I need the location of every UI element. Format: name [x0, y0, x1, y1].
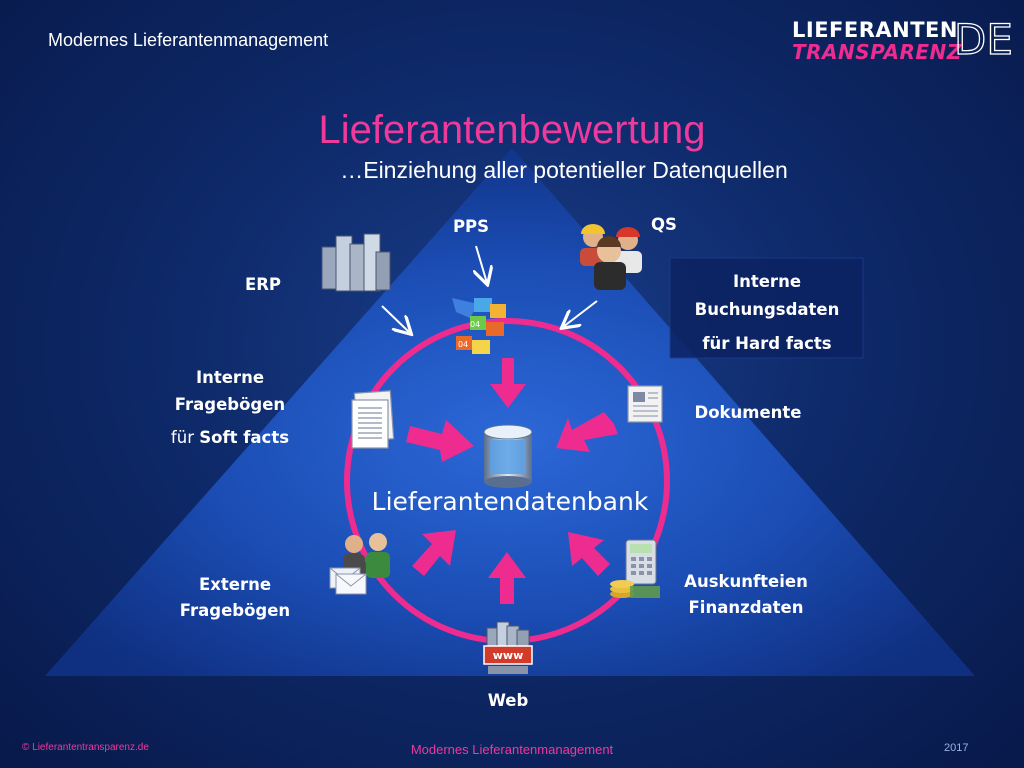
- inflow-arrows: [406, 358, 618, 604]
- questionnaire-document-icon: [351, 390, 395, 449]
- label-interne-buchungsdaten-line3: für Hard facts: [702, 334, 832, 353]
- label-interne-buchungsdaten-line1: Interne: [732, 272, 802, 291]
- arrow-bottom-left: [412, 530, 456, 576]
- label-auskunfteien-line1: Auskunfteien: [684, 572, 808, 591]
- label-dokumente: Dokumente: [694, 403, 802, 422]
- label-interne-frageboegen-line2: Fragebögen: [174, 395, 286, 414]
- svg-text:04: 04: [458, 340, 468, 349]
- arrow-bottom-right: [568, 532, 610, 576]
- label-externe-frageboegen-line1: Externe: [198, 575, 272, 594]
- workers-icon: [580, 224, 642, 290]
- database-icon: [483, 424, 533, 488]
- label-interne-frageboegen: Interne Fragebögen für Soft facts: [150, 364, 310, 451]
- hard-facts-box: [669, 257, 864, 359]
- label-soft-facts: Soft facts: [199, 428, 290, 447]
- arrow-left: [406, 420, 474, 462]
- logo-de-text: DE: [953, 15, 1013, 64]
- arrow-erp: [381, 305, 410, 333]
- footer-title: Modernes Lieferantenmanagement: [410, 742, 614, 757]
- arrow-bottom: [488, 552, 526, 604]
- database-label: Lieferantendatenbank: [371, 487, 649, 516]
- logo-top-text: LIEFERANTEN: [792, 18, 958, 42]
- pyramid-background: [45, 148, 975, 676]
- label-interne-frageboegen-line3: für Soft facts: [150, 424, 310, 451]
- production-blocks-icon: 04 04: [452, 298, 506, 354]
- arrow-pps: [476, 245, 487, 283]
- www-label: www: [493, 649, 524, 662]
- external-survey-icon: [329, 533, 390, 595]
- buildings-icon: [321, 233, 391, 292]
- page-title: Lieferantenbewertung: [318, 108, 706, 152]
- label-erp: ERP: [244, 275, 282, 294]
- label-pps: PPS: [452, 217, 490, 236]
- footer-year: 2017: [944, 742, 969, 754]
- label-fuer-prefix: für: [170, 428, 200, 447]
- arrow-top: [490, 358, 526, 408]
- arrow-right: [556, 412, 618, 452]
- arrow-qs: [563, 300, 598, 327]
- label-web: Web: [487, 691, 529, 710]
- newspaper-icon: [627, 385, 663, 423]
- footer-copyright: © Lieferantentransparenz.de: [22, 742, 149, 753]
- label-interne-frageboegen-line1: Interne: [195, 368, 265, 387]
- header-text: Modernes Lieferantenmanagement: [48, 30, 329, 50]
- web-icon: www: [483, 621, 533, 674]
- label-externe-frageboegen-line2: Fragebögen: [179, 601, 291, 620]
- label-externe-frageboegen: Externe Fragebögen: [170, 572, 300, 624]
- label-auskunfteien: Auskunfteien Finanzdaten: [676, 569, 816, 621]
- calculator-coins-icon: [610, 539, 660, 598]
- label-interne-buchungsdaten-line2: Buchungsdaten: [694, 300, 840, 319]
- label-auskunfteien-line2: Finanzdaten: [688, 598, 804, 617]
- label-qs: QS: [651, 215, 677, 234]
- brand-logo: LIEFERANTEN TRANSPARENZ DE: [792, 17, 1014, 66]
- logo-bottom-text: TRANSPARENZ: [792, 40, 962, 64]
- page-subtitle: …Einziehung aller potentieller Datenquel…: [340, 157, 788, 183]
- svg-text:04: 04: [470, 320, 480, 329]
- label-interne-buchungsdaten: Interne Buchungsdaten für Hard facts: [672, 268, 862, 358]
